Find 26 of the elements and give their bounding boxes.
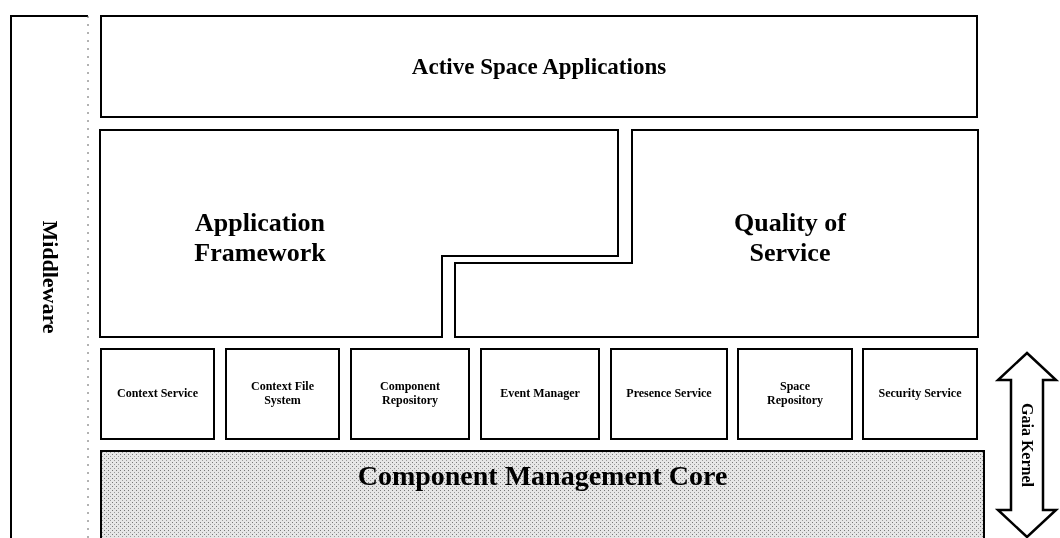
layer-label: Middleware <box>37 219 63 334</box>
layer-box <box>100 130 618 337</box>
double-arrow <box>997 352 1057 538</box>
layer-label: Gaia Kernel <box>1018 403 1037 487</box>
layer-label: Component Management Core <box>356 460 729 493</box>
service-box <box>225 348 340 440</box>
service-box <box>610 348 728 440</box>
box-label: Component Repository <box>379 380 441 408</box>
box-label: Security Service <box>878 387 962 401</box>
box-label: Application Framework <box>193 208 327 268</box>
layer-box <box>100 15 978 118</box>
service-box <box>100 348 215 440</box>
box-label: Quality of Service <box>733 208 848 268</box>
box-label: Space Repository <box>766 380 824 408</box>
service-box <box>737 348 853 440</box>
box-label: Presence Service <box>626 387 712 401</box>
box-label: Context File System <box>250 380 315 408</box>
layer-box <box>455 130 978 337</box>
box-label: Context Service <box>116 387 199 401</box>
service-box <box>350 348 470 440</box>
layer-bracket <box>10 15 90 538</box>
box-label: Event Manager <box>499 387 581 401</box>
service-box <box>480 348 600 440</box>
service-box <box>862 348 978 440</box>
box-label: Active Space Applications <box>410 53 668 80</box>
core-layer-box <box>100 450 985 538</box>
